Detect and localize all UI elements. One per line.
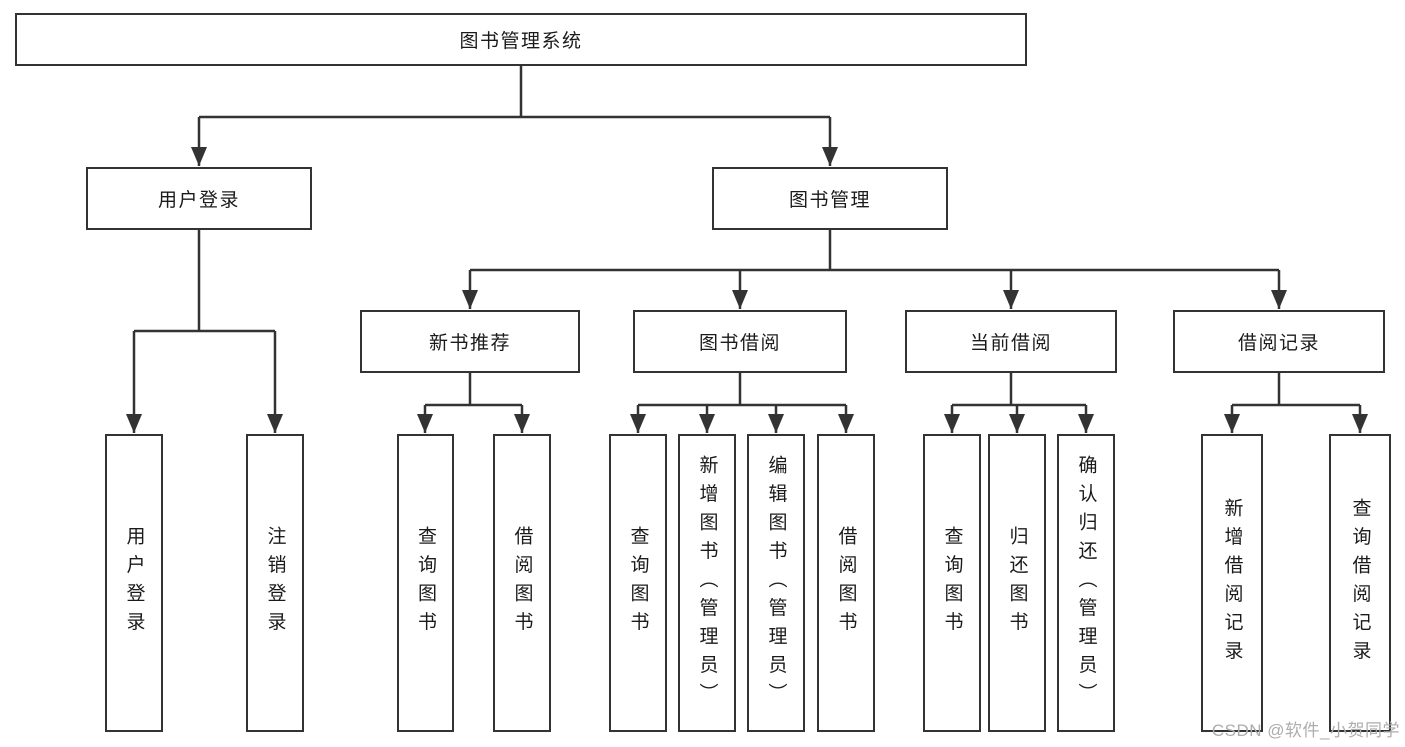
node-borrow-records: 借阅记录 (1173, 310, 1385, 373)
leaf-return-books: 归还图书 (988, 434, 1046, 732)
node-book-borrowing: 图书借阅 (633, 310, 847, 373)
node-book-management: 图书管理 (712, 167, 948, 230)
leaf-query-books-borrowing: 查询图书 (609, 434, 667, 732)
node-label: 注销登录 (264, 526, 286, 640)
node-label: 查询借阅记录 (1349, 497, 1371, 669)
node-label: 新书推荐 (428, 333, 511, 354)
node-current-borrowing: 当前借阅 (905, 310, 1117, 373)
node-label: 确认归还（管理员） (1075, 454, 1097, 712)
node-label: 编辑图书（管理员） (765, 454, 787, 712)
node-label: 查询图书 (627, 526, 649, 640)
node-label: 图书借阅 (698, 333, 781, 354)
leaf-add-borrow-record: 新增借阅记录 (1201, 434, 1263, 732)
node-label: 用户登录 (123, 526, 145, 640)
node-user-login: 用户登录 (86, 167, 312, 230)
leaf-borrow-books-recommend: 借阅图书 (493, 434, 551, 732)
node-label: 当前借阅 (969, 333, 1052, 354)
node-label: 图书管理系统 (459, 31, 583, 52)
node-label: 用户登录 (157, 190, 240, 211)
node-label: 借阅记录 (1237, 333, 1320, 354)
leaf-add-book-admin: 新增图书（管理员） (678, 434, 736, 732)
leaf-query-books-recommend: 查询图书 (397, 434, 454, 732)
leaf-user-login: 用户登录 (105, 434, 163, 732)
node-label: 借阅图书 (835, 526, 857, 640)
node-library-management-system: 图书管理系统 (15, 13, 1027, 66)
node-label: 图书管理 (788, 190, 871, 211)
leaf-query-books-current: 查询图书 (923, 434, 981, 732)
leaf-query-borrow-record: 查询借阅记录 (1329, 434, 1391, 732)
leaf-borrow-books-borrowing: 借阅图书 (817, 434, 875, 732)
node-new-book-recommend: 新书推荐 (360, 310, 580, 373)
node-label: 新增借阅记录 (1221, 497, 1243, 669)
node-label: 借阅图书 (511, 526, 533, 640)
node-label: 查询图书 (415, 526, 436, 640)
csdn-watermark: CSDN @软件_小贺同学 (1211, 721, 1400, 740)
leaf-edit-book-admin: 编辑图书（管理员） (747, 434, 805, 732)
node-label: 新增图书（管理员） (696, 454, 718, 712)
leaf-logout: 注销登录 (246, 434, 304, 732)
node-label: 查询图书 (941, 526, 963, 640)
node-label: 归还图书 (1006, 526, 1028, 640)
leaf-confirm-return-admin: 确认归还（管理员） (1057, 434, 1115, 732)
